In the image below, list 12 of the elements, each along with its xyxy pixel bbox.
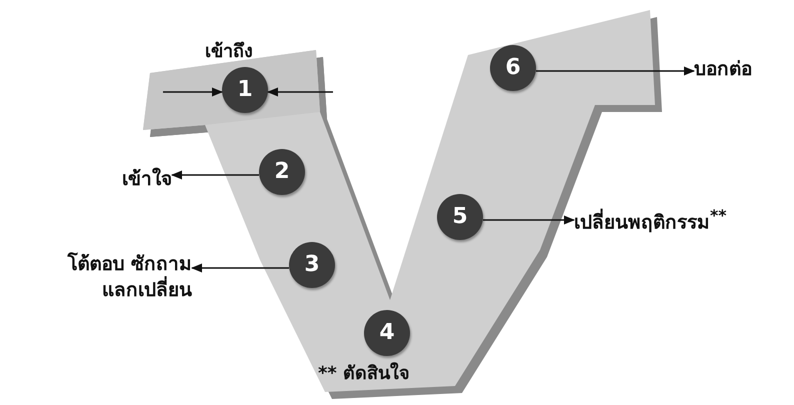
step-label: เข้าถึง [205, 40, 253, 64]
arrow [170, 170, 259, 180]
arrow [536, 66, 696, 76]
arrow [190, 264, 289, 272]
arrow [483, 216, 576, 224]
step-label: ** ตัดสินใจ [318, 361, 410, 386]
step-label: เข้าใจ [122, 167, 172, 192]
step-label: เปลี่ยนพฤติกรรม$^{**}$ [574, 204, 727, 235]
step-label: บอกต่อ [694, 57, 752, 82]
arrow [266, 88, 333, 96]
arrow [163, 88, 224, 96]
step-label: โต้ตอบ ซักถาม แลกเปลี่ยน [66, 252, 192, 303]
